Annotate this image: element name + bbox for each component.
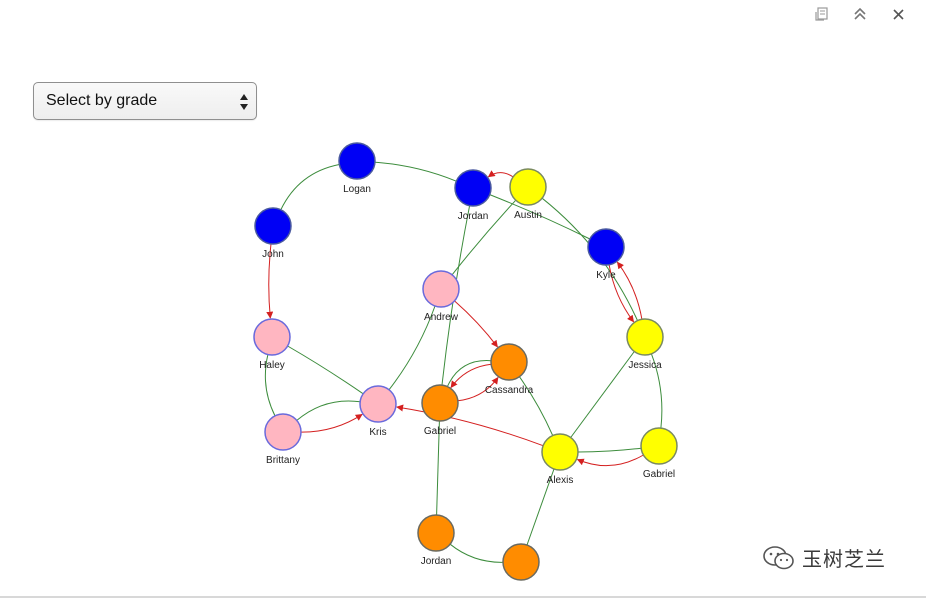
node-circle-kyle[interactable] (587, 228, 625, 266)
node-haley[interactable]: Haley (253, 318, 291, 371)
edge-jordan_o-unlabeled_o (449, 543, 504, 563)
node-gabriel_o[interactable]: Gabriel (421, 384, 459, 437)
node-label-cassandra: Cassandra (485, 385, 534, 396)
node-john[interactable]: John (254, 207, 292, 260)
edge-cassandra-alexis (518, 376, 554, 436)
edge-haley-kris (287, 345, 364, 395)
edge-andrew-cassandra (454, 300, 498, 348)
edge-austin-jordan_b (487, 170, 514, 178)
node-circle-gabriel_y[interactable] (640, 427, 678, 465)
node-circle-john[interactable] (254, 207, 292, 245)
close-icon[interactable] (888, 4, 908, 24)
node-logan[interactable]: Logan (338, 142, 376, 195)
node-cassandra[interactable]: Cassandra (485, 343, 534, 396)
node-label-john: John (262, 249, 284, 260)
edges-layer (264, 161, 663, 563)
node-jordan_b[interactable]: Jordan (454, 169, 492, 222)
node-circle-alexis[interactable] (541, 433, 579, 471)
edge-andrew-kris (388, 305, 436, 391)
edge-haley-brittany (264, 354, 276, 417)
edge-logan-jordan_b (374, 161, 457, 182)
node-label-brittany: Brittany (266, 455, 300, 466)
node-label-logan: Logan (343, 184, 371, 195)
edge-gabriel_o-jordan_o (436, 420, 440, 516)
node-kyle[interactable]: Kyle (587, 228, 625, 281)
node-unlabeled_o[interactable] (502, 543, 540, 581)
wechat-icon (763, 545, 794, 569)
edge-jessica-kyle (616, 261, 643, 320)
edge-alexis-kris (396, 404, 544, 447)
edge-gabriel_y-alexis (576, 454, 644, 467)
edge-gabriel_o-cassandra (446, 360, 492, 387)
node-circle-gabriel_o[interactable] (421, 384, 459, 422)
node-circle-kris[interactable] (359, 385, 397, 423)
node-andrew[interactable]: Andrew (422, 270, 460, 323)
window-toolbar (812, 4, 908, 24)
edge-brittany-kris (300, 413, 363, 433)
node-label-alexis: Alexis (547, 475, 574, 486)
grade-select-value: Select by grade (46, 92, 158, 109)
node-label-haley: Haley (259, 360, 285, 371)
node-label-kyle: Kyle (596, 270, 616, 281)
node-label-kris: Kris (369, 427, 386, 438)
node-label-jordan_o: Jordan (421, 556, 452, 567)
watermark: 玉树芝兰 (762, 543, 886, 572)
node-gabriel_y[interactable]: Gabriel (640, 427, 678, 480)
collapse-up-icon[interactable] (850, 4, 870, 24)
edge-jessica-alexis (570, 351, 635, 438)
node-label-jessica: Jessica (628, 360, 662, 371)
edge-john-haley (266, 243, 274, 319)
node-circle-jordan_o[interactable] (417, 514, 455, 552)
watermark-text: 玉树芝兰 (802, 547, 886, 571)
node-circle-cassandra[interactable] (490, 343, 528, 381)
nodes-layer: LoganJordanJohnKyleAustinJessicaAlexisGa… (253, 142, 678, 581)
edge-logan-john (280, 164, 340, 211)
edge-alexis-gabriel_y (577, 447, 642, 453)
grade-select[interactable]: Select by grade (33, 82, 257, 120)
node-circle-haley[interactable] (253, 318, 291, 356)
edge-jessica-gabriel_y (650, 353, 663, 429)
bottom-divider (0, 596, 926, 598)
node-label-gabriel_o: Gabriel (424, 426, 456, 437)
node-brittany[interactable]: Brittany (264, 413, 302, 466)
node-circle-andrew[interactable] (422, 270, 460, 308)
edge-austin-jessica (541, 197, 638, 321)
edge-cassandra-gabriel_o (450, 363, 492, 389)
edge-austin-andrew (451, 199, 517, 276)
edge-jordan_b-kyle (489, 194, 591, 240)
edge-kyle-jessica (608, 264, 635, 323)
node-circle-brittany[interactable] (264, 413, 302, 451)
node-jessica[interactable]: Jessica (626, 318, 664, 371)
node-circle-austin[interactable] (509, 168, 547, 206)
node-circle-logan[interactable] (338, 142, 376, 180)
node-alexis[interactable]: Alexis (541, 433, 579, 486)
node-austin[interactable]: Austin (509, 168, 547, 221)
select-arrows-icon (240, 94, 248, 110)
node-circle-jordan_b[interactable] (454, 169, 492, 207)
node-kris[interactable]: Kris (359, 385, 397, 438)
node-label-jordan_b: Jordan (458, 211, 489, 222)
popout-icon[interactable] (812, 4, 832, 24)
edge-kris-brittany (296, 400, 361, 421)
edge-alexis-unlabeled_o (526, 468, 555, 546)
node-label-andrew: Andrew (424, 312, 459, 323)
node-label-austin: Austin (514, 210, 542, 221)
node-label-gabriel_y: Gabriel (643, 469, 675, 480)
node-circle-unlabeled_o[interactable] (502, 543, 540, 581)
edge-gabriel_o-cassandra (457, 376, 499, 402)
node-jordan_o[interactable]: Jordan (417, 514, 455, 567)
node-circle-jessica[interactable] (626, 318, 664, 356)
